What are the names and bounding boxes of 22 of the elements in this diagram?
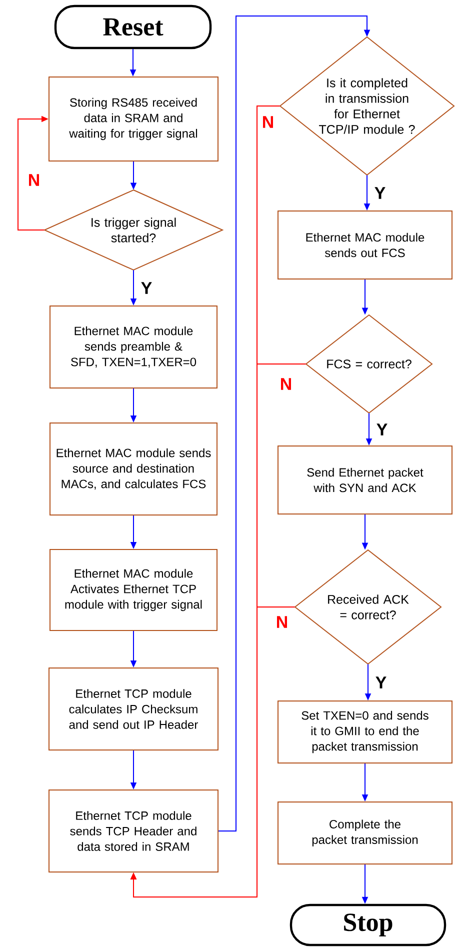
edge-label: Y [375,422,389,436]
process-box: Ethernet MAC module sends out FCS [278,210,452,280]
terminal: Reset [54,4,212,50]
arrow [218,16,370,832]
terminal: Stop [290,904,446,946]
arrow [130,606,296,898]
edge-label: N [274,615,290,629]
process-box: Ethernet TCP module sends TCP Header and data stored in SRAM [48,790,218,872]
edge-label: Y [374,676,388,690]
edge-label: N [278,377,294,391]
process-box: Storing RS485 received data in SRAM and waiting for trigger signal [48,76,218,162]
process-box: Complete the packet transmission [278,802,452,864]
edge-label: Y [373,186,387,200]
process-box: Ethernet MAC module sends source and destination MACs, and calculates FCS [50,422,218,516]
edge-label: N [26,173,42,187]
edge-label: Y [140,281,154,295]
edge-label: N [260,115,276,129]
process-box: Ethernet MAC module Activates Ethernet TCP module with trigger signal [50,549,218,631]
process-box: Ethernet MAC module sends preamble & SFD, TXEN=1,TXER=0 [50,306,218,388]
process-box: Send Ethernet packet with SYN and ACK [278,446,452,514]
process-box: Set TXEN=0 and sends it to GMII to end the packet transmission [278,700,452,764]
process-box: Ethernet TCP module calculates IP Checksum and send out IP Header [48,668,218,750]
